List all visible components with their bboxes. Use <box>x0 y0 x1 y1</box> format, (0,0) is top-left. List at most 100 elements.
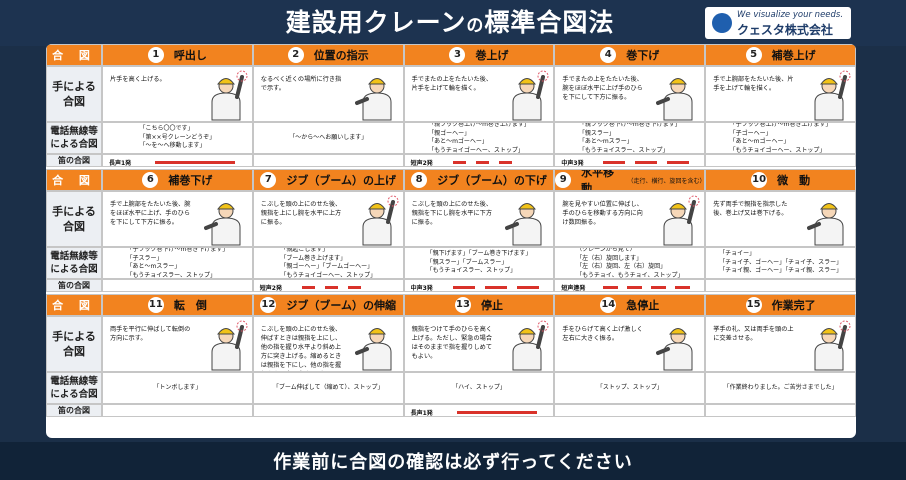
whistle-long-mark <box>155 161 235 164</box>
hand-signal-description: 先ず両手で親指を指示した後、巻上げ又は巻下げる。 <box>713 201 788 217</box>
signal-number-badge: 13 <box>454 297 471 313</box>
company-logo: We visualize your needs. クェスタ株式会社 <box>705 7 851 39</box>
hand-signal-cell: 親指をつけて手のひらを高く上げる。ただし、緊急の場合はそのままで指を握りしめても… <box>403 316 555 372</box>
whistle-short-mark <box>516 286 539 289</box>
whistle-signal-cell <box>554 404 706 417</box>
signal-name: ジブ（ブーム）の伸縮 <box>286 299 397 312</box>
row-label-hand: 手による 合図 <box>46 191 102 247</box>
hand-signal-description: 手で上腕部をたたいた後、片手を上げて輪を描く。 <box>713 76 794 92</box>
whistle-signal-cell: 短声2発 <box>403 154 555 167</box>
whistle-signal-cell <box>102 279 253 292</box>
whistle-short-mark <box>484 286 507 289</box>
hand-signal-cell: 手で上腕部をたたいた後、腕をほぼ水平に上げ、手のひらを下にして下方に振る。 <box>102 191 253 247</box>
signal-worker-figure-icon <box>362 195 399 246</box>
signal-worker-figure-icon <box>203 203 241 246</box>
whistle-signal-cell: 中声3発 <box>554 154 706 167</box>
signal-number-badge: 9 <box>555 172 572 188</box>
signal-subnote: （走行、横行、旋回を含む） <box>627 177 706 185</box>
signal-number-badge: 4 <box>600 47 617 63</box>
radio-signal-text: 「チョイー」 「チョイ子、ゴーヘー」「チョイ子、スラー」 「チョイ親、ゴーヘー」… <box>719 250 843 275</box>
signal-worker-figure-icon <box>663 195 700 246</box>
radio-signal-text: 「子フック巻下げ〜m巻き下げます」 「子スラー」 「あと〜mスラー」 「もうチョ… <box>126 247 229 279</box>
whistle-signal-cell: 短声連発 <box>554 279 706 292</box>
row-label-hand: 手による 合図 <box>46 316 102 372</box>
radio-signal-cell: 「子フック巻下げ〜m巻き下げます」 「子スラー」 「あと〜mスラー」 「もうチョ… <box>102 247 253 279</box>
whistle-signal-cell <box>102 404 253 417</box>
row-label-whistle: 笛の合図 <box>46 154 102 167</box>
whistle-label: 長声1発 <box>410 410 433 417</box>
hand-signal-description: 挙手の礼、又は両手を頭の上に交差させる。 <box>713 326 794 342</box>
radio-signal-text: 「ハイ、ストップ」 <box>452 383 506 391</box>
footer-banner: 作業前に合図の確認は必ず行ってください <box>0 442 906 480</box>
row-label-whistle: 笛の合図 <box>46 404 102 417</box>
signal-name: 呼出し <box>173 49 207 62</box>
hand-signal-cell: こぶしを頭の上にのせた後、伸ばすときは親指を上にし、他の指を握り水平より斜め上方… <box>252 316 404 372</box>
whistle-short-mark <box>667 161 690 164</box>
signal-number-badge: 6 <box>142 172 159 188</box>
row-label-header: 合 図 <box>46 169 102 191</box>
radio-signal-cell: 「こちら〇〇です」 「第××号クレーンどうぞ」 「〜を〜へ移動します」 <box>102 122 253 154</box>
whistle-short-mark <box>627 286 643 289</box>
radio-signal-text: 「ストップ、ストップ」 <box>596 383 663 391</box>
hand-signal-description: 手で上腕部をたたいた後、腕をほぼ水平に上げ、手のひらを下にして下方に振る。 <box>110 201 191 226</box>
radio-signal-cell: 「親フック巻下げ〜m巻き下げます」 「親スラー」 「あと〜mスラー」 「もうチョ… <box>554 122 706 154</box>
whistle-signal-cell: 長声1発 <box>403 404 555 417</box>
signal-name: 転 倒 <box>173 299 207 312</box>
hand-signal-cell: 手をひらげて高く上げ激しく左右に大きく振る。 <box>554 316 706 372</box>
radio-signal-text: 「ブーム伸ばして（縮めて）、ストップ」 <box>272 383 384 391</box>
whistle-label: 短声連発 <box>561 285 586 292</box>
signal-worker-figure-icon <box>354 78 392 121</box>
radio-signal-text: 「子フック巻上げ〜m巻き上げます」 「子ゴーヘー」 「あと〜mゴーヘー」 「もう… <box>729 122 832 154</box>
whistle-short-mark <box>324 286 338 289</box>
whistle-signal-cell <box>252 404 404 417</box>
row-label-whistle: 笛の合図 <box>46 279 102 292</box>
whistle-short-mark <box>651 286 667 289</box>
title-part-1: 建設用クレーン <box>285 8 467 37</box>
signal-worker-figure-icon <box>814 70 851 121</box>
hand-signal-cell: こぶしを頭の上にのせた後、親指を下にし腕を水平に下方に振る。 <box>403 191 555 247</box>
hand-signal-cell: こぶしを頭の上にのせた後、親指を上にし腕を水平に上方に振る。 <box>252 191 404 247</box>
whistle-signal-cell: 短声2発 <box>252 279 404 292</box>
radio-signal-text: 「〜から〜へお願いします」 <box>289 133 368 141</box>
hand-signal-description: 腕を見やすい位置に伸ばし、手のひらを移動する方向に向け数回振る。 <box>562 201 643 226</box>
hand-signal-cell: 先ず両手で親指を指示した後、巻上げ又は巻下げる。 <box>705 191 856 247</box>
hand-signal-cell: 挙手の礼、又は両手を頭の上に交差させる。 <box>705 316 856 372</box>
whistle-short-mark <box>475 161 489 164</box>
signal-number-badge: 8 <box>411 172 428 188</box>
radio-signal-text: 「親フック巻上げ〜m巻き上げます」 「親ゴーヘー」 「あと〜mゴーヘー」 「もう… <box>428 122 530 154</box>
hand-signal-description: 手でまたの上をたたいた後、腕をほぼ水平に上げ手のひらを下にして下方に振る。 <box>562 76 643 101</box>
radio-signal-cell: 「チョイー」 「チョイ子、ゴーヘー」「チョイ子、スラー」 「チョイ親、ゴーヘー」… <box>705 247 856 279</box>
signal-name: 巻上げ <box>475 49 509 62</box>
radio-signal-text: 「トンボします」 <box>153 383 202 391</box>
hand-signal-cell: 手で上腕部をたたいた後、片手を上げて輪を描く。 <box>705 66 856 122</box>
signal-worker-figure-icon <box>505 203 542 246</box>
hand-signal-description: 片手を高く上げる。 <box>110 76 166 83</box>
page-title: 建設用クレーンの標準合図法 <box>200 6 700 43</box>
signal-number-badge: 15 <box>745 297 762 313</box>
signal-name: 停止 <box>480 299 503 312</box>
radio-signal-text: 「親フック巻下げ〜m巻き下げます」 「親スラー」 「あと〜mスラー」 「もうチョ… <box>578 122 681 154</box>
signal-worker-figure-icon <box>656 328 693 371</box>
whistle-signal-cell <box>252 154 404 167</box>
whistle-short-mark <box>347 286 361 289</box>
radio-signal-cell: 「ブーム伸ばして（縮めて）、ストップ」 <box>252 372 404 404</box>
whistle-short-mark <box>498 161 512 164</box>
signal-number-badge: 7 <box>260 172 277 188</box>
radio-signal-text: 「こちら〇〇です」 「第××号クレーンどうぞ」 「〜を〜へ移動します」 <box>139 125 216 150</box>
signal-worker-figure-icon <box>806 203 844 246</box>
hand-signal-description: 手をひらげて高く上げ激しく左右に大きく振る。 <box>562 326 643 342</box>
row-label-hand: 手による 合図 <box>46 66 102 122</box>
row-label-radio: 電話無線等 による合図 <box>46 247 102 279</box>
signal-number-badge: 10 <box>751 172 768 188</box>
logo-company-name: クェスタ株式会社 <box>737 23 833 37</box>
whistle-short-mark <box>452 161 466 164</box>
whistle-signal-cell <box>705 154 856 167</box>
